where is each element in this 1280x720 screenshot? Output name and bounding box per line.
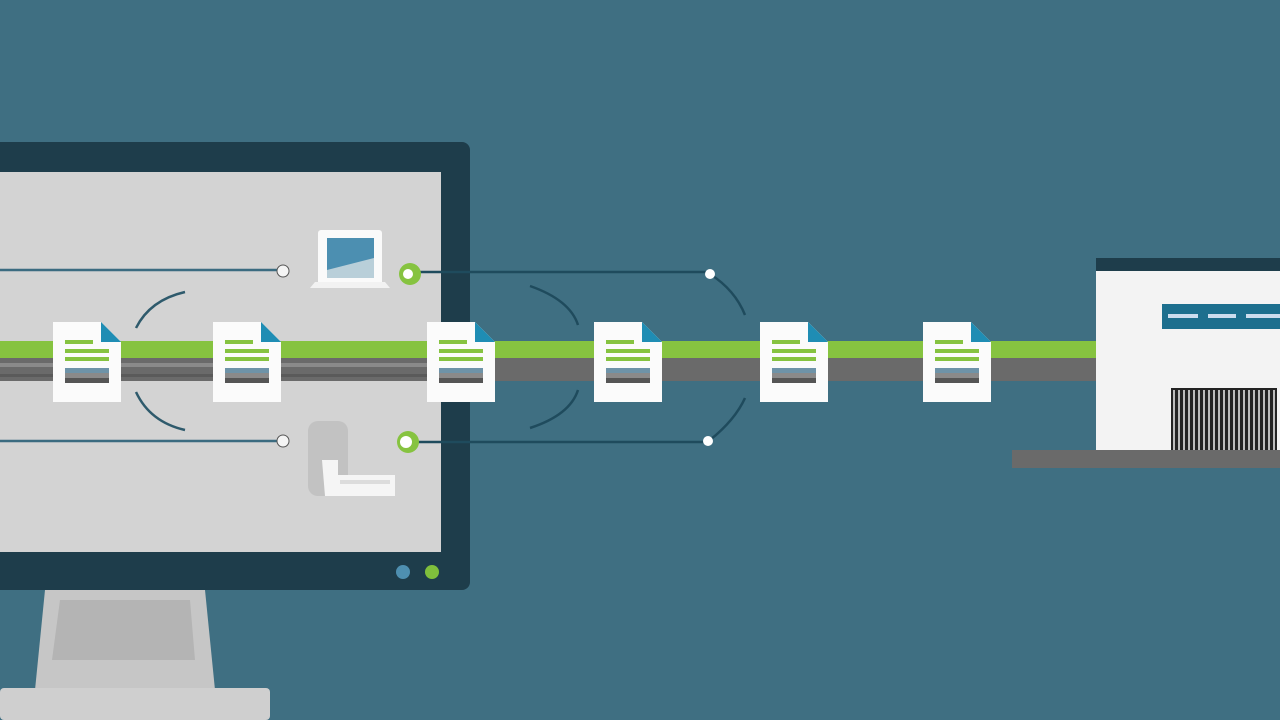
grille-slot <box>1258 390 1260 450</box>
node-icon <box>276 434 290 448</box>
grille-slot <box>1223 390 1225 450</box>
grille-slot <box>1268 390 1270 450</box>
grille-slot <box>1233 390 1235 450</box>
node-icon <box>703 436 713 446</box>
grille-slot <box>1183 390 1185 450</box>
monitor-stand <box>0 590 270 720</box>
grille-slot <box>1193 390 1195 450</box>
grille-slot <box>1203 390 1205 450</box>
status-dot-icon <box>425 565 439 579</box>
document-icon <box>53 322 121 402</box>
grille-slot <box>1248 390 1250 450</box>
document-icon <box>427 322 495 402</box>
grille-slot <box>1243 390 1245 450</box>
document-icon <box>213 322 281 402</box>
grille-slot <box>1188 390 1190 450</box>
grille-slot <box>1238 390 1240 450</box>
grille-slot <box>1178 390 1180 450</box>
connection-lines <box>0 268 747 444</box>
grille-slot <box>1198 390 1200 450</box>
grille-slot <box>1208 390 1210 450</box>
printer-icon <box>308 421 395 496</box>
status-dot-icon <box>396 565 410 579</box>
grille-slot <box>1263 390 1265 450</box>
grille-slot <box>1273 390 1275 450</box>
document-icon <box>594 322 662 402</box>
node-icon <box>705 269 715 279</box>
server-icon <box>1012 258 1280 468</box>
document-icon <box>760 322 828 402</box>
grille-slot <box>1228 390 1230 450</box>
grille-slot <box>1173 390 1175 450</box>
grille-slot <box>1218 390 1220 450</box>
node-icon <box>276 264 290 278</box>
document-icon <box>923 322 991 402</box>
grille-slot <box>1253 390 1255 450</box>
grille-slot <box>1213 390 1215 450</box>
laptop-icon <box>310 230 390 288</box>
